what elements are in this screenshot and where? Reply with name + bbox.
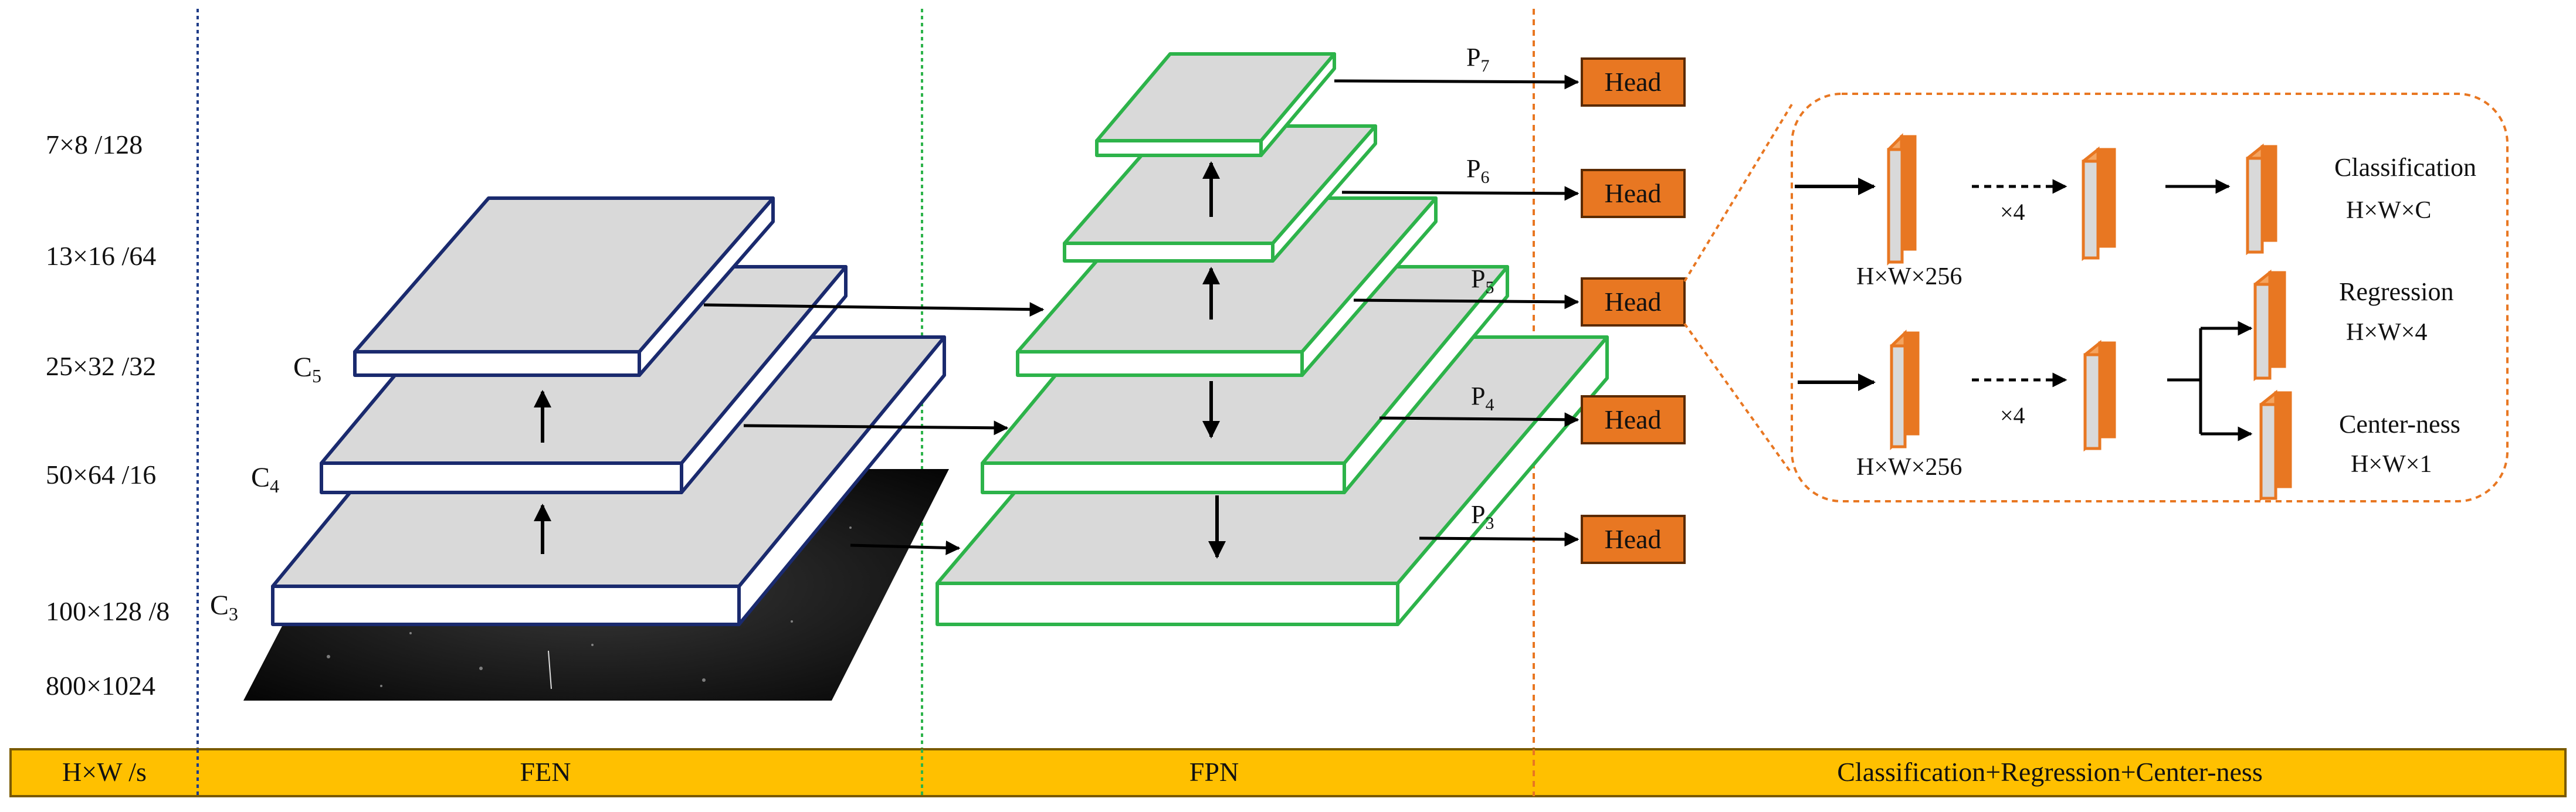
- svg-text:Head: Head: [1604, 405, 1661, 434]
- centerness-output-block: [2259, 389, 2292, 502]
- fpn-to-head-arrows: [1334, 74, 1580, 547]
- regression-output-block: [2253, 269, 2286, 382]
- fen-plate-c5: [353, 196, 775, 377]
- bar-label-head: Classification+Regression+Center-ness: [1837, 757, 2263, 787]
- head-boxes: Head Head Head Head Head: [1581, 57, 1686, 564]
- label-c4: C4: [251, 462, 279, 497]
- bottom-bar: H×W /s FEN FPN Classification+Regression…: [9, 748, 2567, 797]
- fpn-internal-arrows: [1202, 161, 1226, 559]
- fpn-labels: P7 P6 P5 P4 P3: [1466, 43, 1494, 533]
- label-p3: P3: [1471, 500, 1494, 533]
- head-box-p7: Head: [1581, 57, 1686, 107]
- label-p6: P6: [1466, 154, 1489, 187]
- classification-shape: H×W×C: [2346, 197, 2431, 224]
- classification-label: Classification: [2334, 153, 2476, 182]
- head-box-p6: Head: [1581, 169, 1686, 218]
- head-box-p3: Head: [1581, 515, 1686, 564]
- reg-feature-block-2: [2083, 339, 2116, 452]
- reg-repeat-label: ×4: [2000, 402, 2025, 429]
- cls-repeat-label: ×4: [2000, 199, 2025, 225]
- regression-label: Regression: [2339, 277, 2454, 306]
- cls-feature-block-2: [2082, 146, 2116, 261]
- scale-label-8: 100×128 /8: [46, 596, 170, 626]
- reg-feature-block-1: [1890, 329, 1920, 450]
- bar-label-fpn: FPN: [1189, 757, 1239, 787]
- label-p4: P4: [1471, 382, 1494, 415]
- cls-feature-block-1: [1887, 132, 1917, 266]
- svg-text:Head: Head: [1604, 67, 1661, 97]
- label-p7: P7: [1466, 43, 1489, 76]
- label-p5: P5: [1471, 264, 1494, 297]
- fen-labels: C5 C4 C3: [210, 352, 321, 624]
- fpn-plate-p7: [1095, 52, 1336, 157]
- scale-label-32: 25×32 /32: [46, 351, 156, 381]
- centerness-label: Center-ness: [2339, 410, 2460, 439]
- split-arrows: [2167, 321, 2253, 441]
- scale-label-input: 800×1024: [46, 671, 155, 701]
- scale-label-128: 7×8 /128: [46, 130, 143, 159]
- scale-label-64: 13×16 /64: [46, 241, 156, 271]
- head-zoom-lines: [1683, 103, 1793, 475]
- head-detail-panel: ×4 H×W×256 Classification H×W×C ×4: [1791, 93, 2509, 502]
- scale-label-16: 50×64 /16: [46, 460, 156, 490]
- bar-label-scale: H×W /s: [62, 757, 147, 787]
- head-box-p4: Head: [1581, 395, 1686, 444]
- svg-text:Head: Head: [1604, 287, 1661, 317]
- lateral-arrows: [703, 302, 1045, 555]
- svg-text:Head: Head: [1604, 178, 1661, 208]
- cls-output-block: [2246, 143, 2277, 256]
- label-c5: C5: [293, 352, 321, 386]
- label-c3: C3: [210, 590, 238, 624]
- svg-text:Head: Head: [1604, 524, 1661, 554]
- reg-feature-size: H×W×256: [1856, 454, 1962, 481]
- regression-shape: H×W×4: [2346, 319, 2427, 346]
- bar-label-fen: FEN: [520, 757, 571, 787]
- head-box-p5: Head: [1581, 277, 1686, 327]
- scale-labels: 7×8 /128 13×16 /64 25×32 /32 50×64 /16 1…: [46, 130, 170, 701]
- cls-feature-size: H×W×256: [1856, 263, 1962, 290]
- centerness-shape: H×W×1: [2351, 451, 2432, 478]
